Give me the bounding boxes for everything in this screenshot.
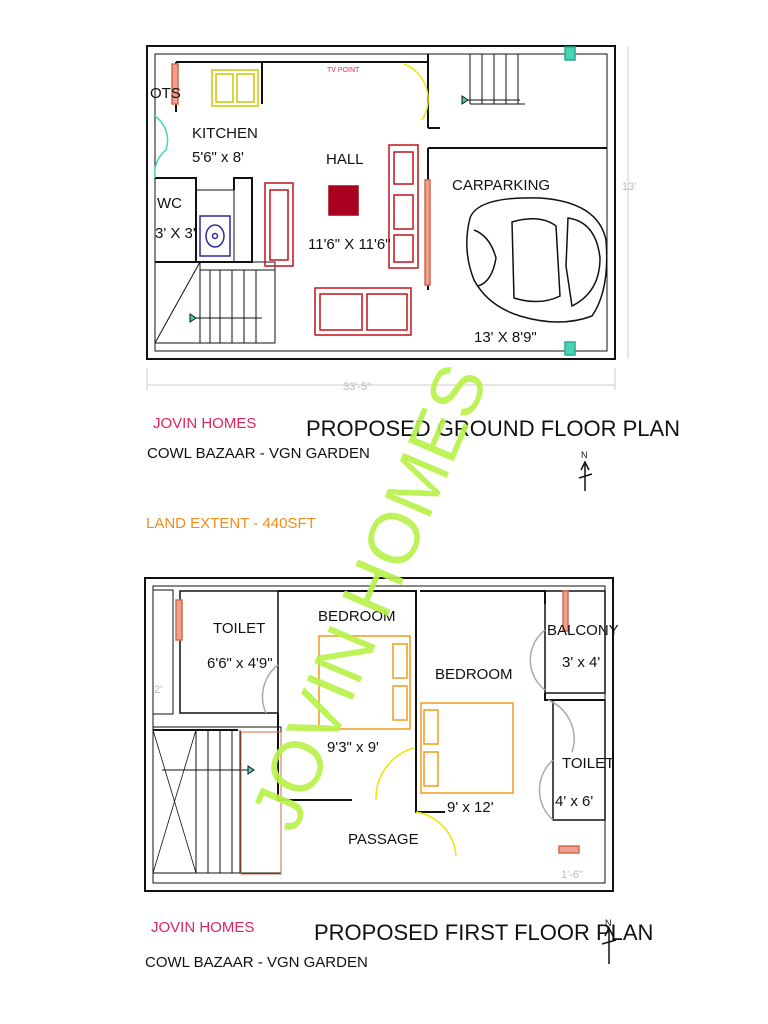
bedroom1-walls [277, 590, 417, 806]
room-label-toilet1: TOILET [213, 620, 265, 637]
first-stair-treads [152, 729, 255, 874]
room-label-car-parking: CARPARKING [452, 177, 550, 194]
north-label-ground: N [581, 450, 588, 460]
dim-bottom-label: 1'-6" [561, 869, 583, 881]
dim-height-label: 13' [622, 181, 636, 193]
first-left-strip [152, 589, 174, 715]
kitchen-door-swing [154, 115, 169, 151]
wc-toilet-bowl [205, 224, 225, 248]
room-label-kitchen: KITCHEN [192, 125, 258, 142]
room-size-toilet1: 6'6" x 4'9" [207, 655, 273, 672]
room-label-ots: OTS [150, 85, 181, 102]
sofa-right [388, 144, 419, 269]
first-outer-wall [144, 577, 614, 892]
vent-bottom-right [564, 341, 576, 356]
bedroom2-walls [420, 590, 605, 701]
wc-walls [155, 177, 253, 263]
balcony-door-swing [529, 629, 546, 691]
room-label-bedroom1: BEDROOM [318, 608, 396, 625]
ground-stair-treads [154, 261, 275, 344]
hall-door-swing [403, 63, 429, 121]
sofa-bottom [314, 287, 412, 336]
room-size-wc: 3' X 3' [155, 225, 196, 242]
first-furniture [240, 635, 514, 875]
room-size-car: 13' X 8'9" [474, 329, 537, 346]
bedroom2-door-swing [547, 699, 575, 753]
room-label-passage: PASSAGE [348, 831, 419, 848]
toilet1-door-swing [261, 664, 279, 714]
dim-width-label: 33'-5" [343, 381, 371, 393]
room-label-balcony: BALCONY [547, 622, 619, 639]
address-ground: COWL BAZAAR - VGN GARDEN [147, 445, 370, 462]
parking-door [424, 179, 431, 286]
ground-dimension-lines [146, 46, 629, 390]
room-size-toilet2: 4' x 6' [555, 793, 593, 810]
room-size-bedroom2: 9' x 12' [447, 799, 494, 816]
room-label-wc: WC [157, 195, 182, 212]
toilet1-room [179, 590, 279, 714]
room-size-balcony: 3' x 4' [562, 654, 600, 671]
dim-left-label: 2' [154, 684, 162, 696]
title-ground-floor: PROPOSED GROUND FLOOR PLAN [306, 416, 680, 441]
tv-point-label: TV POINT [327, 67, 360, 74]
room-label-toilet2: TOILET [562, 755, 614, 772]
arrow-icon [189, 95, 520, 323]
sofa-left [264, 182, 294, 267]
ots-door [171, 63, 179, 105]
balcony-room [544, 590, 606, 694]
ground-outer-wall [146, 45, 616, 360]
vent-top-right [564, 46, 576, 61]
room-label-hall: HALL [326, 151, 364, 168]
ground-stair-block [154, 261, 276, 344]
entrance-steps [469, 54, 525, 105]
bed-bedroom2 [420, 702, 514, 794]
kitchen-stove [211, 69, 259, 107]
room-size-bedroom1: 9'3" x 9' [327, 739, 379, 756]
wc-toilet-box [199, 215, 231, 257]
brand-ground: JOVIN HOMES [153, 415, 256, 432]
bedroom1-door-swing [375, 747, 415, 801]
north-arrow-icon-first [601, 926, 617, 964]
first-doors [175, 590, 580, 857]
brand-first: JOVIN HOMES [151, 919, 254, 936]
stair-landing [240, 731, 282, 875]
door-left-strip [175, 599, 183, 641]
ground-furniture [199, 69, 419, 336]
wc-room [195, 189, 235, 263]
passage-door-swing [415, 811, 457, 857]
address-first: COWL BAZAAR - VGN GARDEN [145, 954, 368, 971]
land-extent: LAND EXTENT - 440SFT [146, 515, 316, 532]
north-arrow-icon [578, 460, 593, 491]
ground-floor-plan [146, 45, 616, 360]
room-size-kitchen: 5'6" x 8' [192, 149, 244, 166]
ground-doors [153, 46, 576, 356]
first-floor-plan [144, 577, 614, 892]
car-icon [466, 197, 608, 323]
toilet2-vent [558, 845, 580, 854]
north-label-first: N [605, 918, 612, 928]
title-first-floor: PROPOSED FIRST FLOOR PLAN [314, 920, 653, 945]
coffee-table [328, 185, 359, 216]
toilet2-door-swing [538, 759, 554, 821]
bed-bedroom1 [318, 635, 411, 730]
ground-inner-wall [154, 53, 608, 352]
room-label-bedroom2: BEDROOM [435, 666, 513, 683]
room-size-hall: 11'6" X 11'6" [308, 236, 391, 253]
balcony-door-leaf [562, 590, 569, 632]
